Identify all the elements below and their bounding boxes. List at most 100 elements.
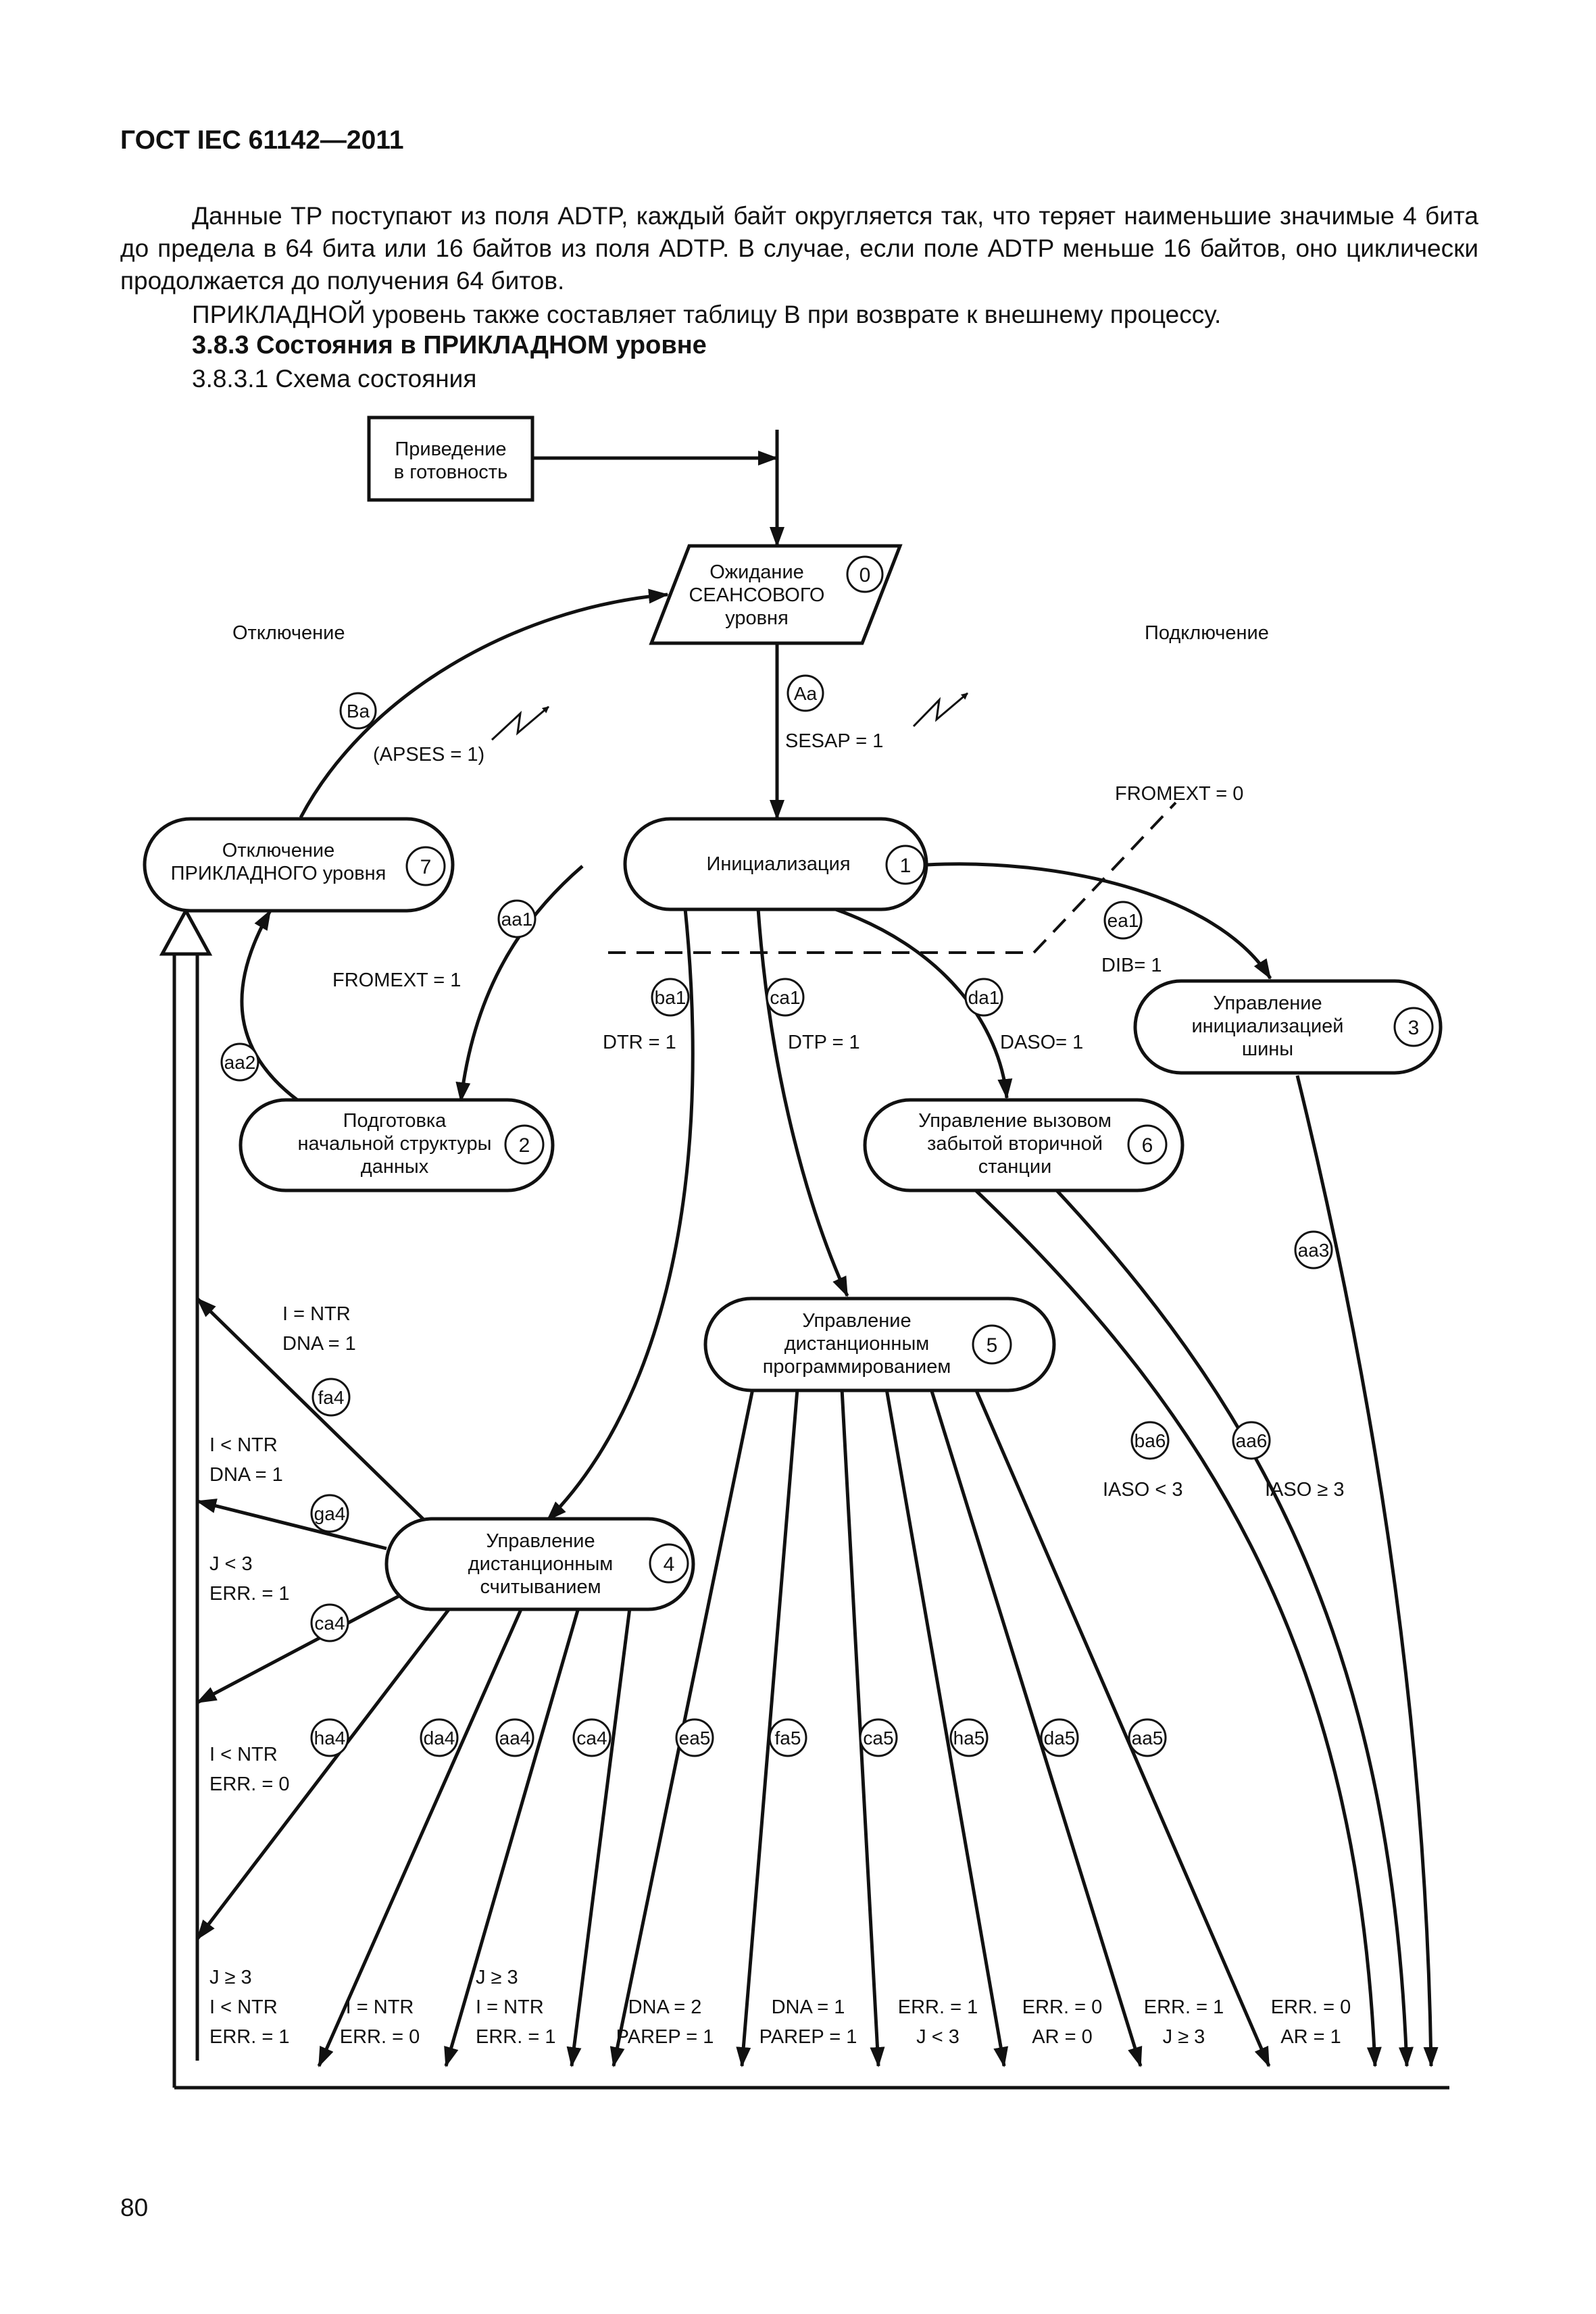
label-fa4-cond: DNA = 1 xyxy=(282,1333,356,1355)
svg-text:da4: da4 xyxy=(424,1728,455,1749)
state-3-label: шины xyxy=(1242,1038,1293,1060)
svg-text:ERR. = 1: ERR. = 1 xyxy=(898,1996,978,2018)
transition-1-3 xyxy=(926,862,1272,980)
svg-text:ca5: ca5 xyxy=(863,1728,893,1749)
state-2-label: начальной структуры xyxy=(297,1133,491,1155)
transition-4-ca4-b xyxy=(566,1607,632,2067)
state-5-label: программированием xyxy=(763,1356,951,1378)
paragraph-adtp: Данные ТР поступают из поля ADTP, каждый… xyxy=(120,202,1478,295)
code-ea5: ea5 xyxy=(675,1718,714,1757)
code-ca4: ca4 xyxy=(310,1603,349,1642)
transition-5-fa5 xyxy=(736,1388,799,2067)
svg-text:da1: da1 xyxy=(968,987,1000,1008)
code-aa5: aa5 xyxy=(1128,1718,1167,1757)
label-ca4-cond: ERR. = 1 xyxy=(209,1583,289,1605)
subsection-heading: 3.8.3.1 Схема состояния xyxy=(192,365,477,393)
label-ca4-cond: J < 3 xyxy=(209,1553,253,1575)
state-0-number: 0 xyxy=(859,564,871,586)
code-aa1: aa1 xyxy=(497,899,537,938)
state-3-number: 3 xyxy=(1408,1017,1420,1039)
transition-5-ha5 xyxy=(884,1388,1009,2067)
svg-text:DNA = 2: DNA = 2 xyxy=(628,1996,702,2018)
state-6-label: станции xyxy=(978,1156,1052,1178)
state-4-number: 4 xyxy=(664,1553,675,1576)
code-aa4: aa4 xyxy=(495,1718,534,1757)
start-box-label: в готовность xyxy=(394,461,507,483)
bottom-condition-7: ERR. = 0 AR = 0 xyxy=(1022,1996,1102,2048)
svg-text:I < NTR: I < NTR xyxy=(209,1996,278,2018)
document-header: ГОСТ IEC 61142—2011 xyxy=(120,126,404,155)
label-daso: DASO= 1 xyxy=(1000,1032,1083,1053)
state-1-number-badge xyxy=(885,845,926,885)
svg-text:Aa: Aa xyxy=(794,683,818,704)
code-ga4: ga4 xyxy=(310,1494,349,1533)
bottom-condition-3: J ≥ 3 I = NTR ERR. = 1 xyxy=(476,1967,555,2048)
svg-text:ERR. = 1: ERR. = 1 xyxy=(1144,1996,1224,2018)
transition-1-5 xyxy=(756,908,849,1297)
start-box-label: Приведение xyxy=(395,438,506,460)
svg-text:da5: da5 xyxy=(1044,1728,1076,1749)
svg-text:fa5: fa5 xyxy=(775,1728,801,1749)
code-da1: da1 xyxy=(964,978,1003,1017)
svg-text:ERR. = 0: ERR. = 0 xyxy=(340,2026,420,2048)
state-0 xyxy=(649,544,903,645)
code-aa3: aa3 xyxy=(1294,1230,1333,1269)
code-da4: da4 xyxy=(420,1718,459,1757)
code-ea1: ea1 xyxy=(1103,901,1143,940)
state-1 xyxy=(623,817,928,911)
svg-text:I = NTR: I = NTR xyxy=(476,1996,544,2018)
code-da5: da5 xyxy=(1040,1718,1079,1757)
label-iaso-ge: IASO ≥ 3 xyxy=(1265,1479,1344,1501)
transition-2-7 xyxy=(240,909,299,1101)
state-6-number-badge xyxy=(1127,1124,1168,1165)
transition-6-aa6 xyxy=(1054,1188,1414,2067)
lightning-icon xyxy=(491,705,549,741)
code-Ba: Ba xyxy=(339,692,377,730)
state-5-label: дистанционным xyxy=(784,1333,929,1355)
start-box xyxy=(367,416,534,502)
svg-text:ha4: ha4 xyxy=(314,1728,346,1749)
state-6-label: забытой вторичной xyxy=(927,1133,1103,1155)
state-6-number: 6 xyxy=(1142,1134,1153,1157)
state-5-label: Управление xyxy=(802,1310,911,1332)
label-dib: DIB= 1 xyxy=(1101,955,1162,976)
label-dtp: DTP = 1 xyxy=(788,1032,860,1053)
label-iaso-lt: IASO < 3 xyxy=(1103,1479,1182,1501)
page-number: 80 xyxy=(120,2194,149,2221)
state-2-number-badge xyxy=(504,1124,545,1165)
svg-text:ERR. = 0: ERR. = 0 xyxy=(1271,1996,1351,2018)
paragraph-table-b: ПРИКЛАДНОЙ уровень также составляет табл… xyxy=(192,301,1222,328)
svg-text:PAREP = 1: PAREP = 1 xyxy=(616,2026,714,2048)
code-ca4-b: ca4 xyxy=(572,1718,612,1757)
section-heading: 3.8.3 Состояния в ПРИКЛАДНОМ уровне xyxy=(192,331,707,359)
svg-text:ERR. = 1: ERR. = 1 xyxy=(476,2026,555,2048)
transition-5-da5 xyxy=(929,1388,1143,2067)
svg-text:PAREP = 1: PAREP = 1 xyxy=(759,2026,857,2048)
state-6-label: Управление вызовом xyxy=(918,1110,1112,1132)
svg-text:J ≥ 3: J ≥ 3 xyxy=(209,1967,252,1988)
label-dtr: DTR = 1 xyxy=(603,1032,676,1053)
transition-5-ca5 xyxy=(840,1388,885,2067)
svg-text:aa1: aa1 xyxy=(501,909,533,930)
state-5 xyxy=(703,1297,1056,1392)
code-ba1: ba1 xyxy=(651,978,690,1017)
return-triangle xyxy=(159,907,213,956)
bottom-condition-9: ERR. = 0 AR = 1 xyxy=(1271,1996,1351,2048)
state-1-number: 1 xyxy=(900,855,912,877)
state-0-number-badge xyxy=(846,555,884,593)
label-fromext1: FROMEXT = 1 xyxy=(332,970,461,991)
code-ca1: ca1 xyxy=(766,978,805,1017)
state-0-label: Ожидание xyxy=(709,561,804,583)
svg-text:aa3: aa3 xyxy=(1298,1240,1330,1261)
svg-text:ea5: ea5 xyxy=(679,1728,711,1749)
label-apses: (APSES = 1) xyxy=(373,744,484,765)
state-5-number-badge xyxy=(972,1324,1012,1365)
svg-text:DNA = 1: DNA = 1 xyxy=(772,1996,845,2018)
svg-text:aa6: aa6 xyxy=(1236,1430,1268,1451)
bottom-condition-4: DNA = 2 PAREP = 1 xyxy=(616,1996,714,2048)
transition-4-ca4 xyxy=(196,1587,414,1705)
state-2-label: данных xyxy=(361,1156,429,1178)
transition-4-ga4 xyxy=(196,1499,387,1551)
transition-7-0 xyxy=(299,588,669,819)
